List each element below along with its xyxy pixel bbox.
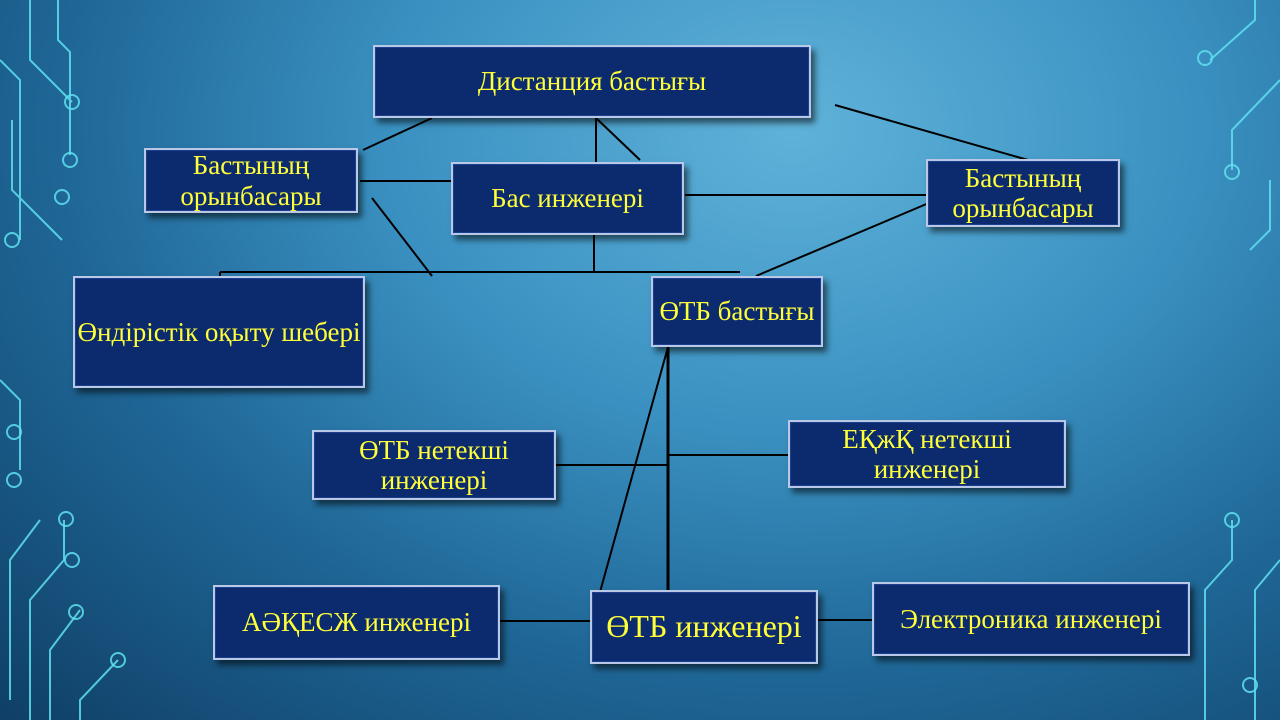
- node-deputy-right: Бастының орынбасары: [926, 159, 1120, 227]
- line-deputy-left-bus: [371, 197, 433, 277]
- node-otb-engineer-label: ӨТБ инженері: [606, 608, 802, 645]
- node-training-master: Өндірістік оқыту шебері: [73, 276, 365, 388]
- node-electronics-engineer-label: Электроника инженері: [900, 603, 1162, 634]
- node-otb-head-label: ӨТБ бастығы: [659, 296, 815, 327]
- node-ekzhk-lead-engineer-label: ЕҚжҚ нетекші инженері: [842, 423, 1012, 484]
- node-otb-lead-engineer-label: ӨТБ нетекші инженері: [359, 434, 509, 495]
- node-aokesj-engineer: АӘҚЕСЖ инженері: [213, 585, 500, 660]
- node-deputy-left: Бастының орынбасары: [144, 148, 358, 213]
- line-deputy-right-otb: [755, 199, 937, 277]
- node-head-label: Дистанция бастығы: [477, 66, 707, 97]
- node-otb-head: ӨТБ бастығы: [651, 276, 823, 347]
- node-head: Дистанция бастығы: [373, 45, 811, 118]
- node-electronics-engineer: Электроника инженері: [872, 582, 1190, 656]
- node-deputy-right-label: Бастының орынбасары: [952, 162, 1094, 223]
- node-aokesj-engineer-label: АӘҚЕСЖ инженері: [241, 607, 472, 638]
- line-head-deputy-right: [834, 104, 1029, 161]
- node-chief-engineer-label: Бас инженері: [491, 183, 644, 214]
- node-training-master-label: Өндірістік оқыту шебері: [77, 316, 361, 347]
- line-head-deputy-left: [362, 117, 433, 151]
- line-head-chief-diag: [595, 117, 641, 161]
- node-deputy-left-label: Бастының орынбасары: [180, 150, 322, 211]
- line-otb-diag: [599, 346, 669, 593]
- node-ekzhk-lead-engineer: ЕҚжҚ нетекші инженері: [788, 420, 1066, 488]
- node-chief-engineer: Бас инженері: [451, 162, 684, 235]
- node-otb-engineer: ӨТБ инженері: [590, 590, 818, 664]
- node-otb-lead-engineer: ӨТБ нетекші инженері: [312, 430, 556, 500]
